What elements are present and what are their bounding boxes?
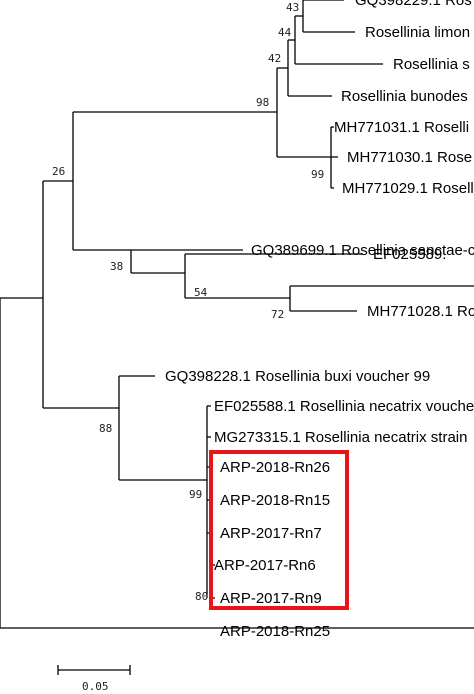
taxon-label: EF025588.1 Rosellinia necatrix vouche [214,398,474,415]
taxon-label: ARP-2017-Rn6 [214,557,316,574]
taxon-label: Rosellinia limon [365,24,470,41]
taxon-label: GQ398229.1 Ros [355,0,472,9]
bootstrap-value: 54 [194,286,208,299]
bootstrap-value: 72 [271,308,284,321]
taxon-label: Rosellinia bunodes [341,88,468,105]
taxon-label: MG273315.1 Rosellinia necatrix strain [214,429,467,446]
taxon-label: Rosellinia s [393,56,470,73]
taxon-label: ARP-2017-Rn7 [220,525,322,542]
bootstrap-value: 42 [268,52,281,65]
tree-branches [0,0,474,599]
taxon-label: MH771030.1 Rose [347,149,472,166]
taxon-label: GQ389699.1 Rosellinia sanctae-c [251,242,474,259]
taxon-label: ARP-2018-Rn15 [220,492,330,509]
taxon-label: MH771031.1 Roselli [334,119,469,136]
taxon-label: GQ398228.1 Rosellinia buxi voucher 99 [165,368,430,385]
bootstrap-value: 38 [110,260,123,273]
bootstrap-value: 43 [286,1,299,14]
bootstrap-value: 26 [52,165,65,178]
bootstrap-value: 98 [256,96,269,109]
taxon-labels: GQ398229.1 Ros Rosellinia limon Rosellin… [165,0,474,640]
scale-bar: 0.05 [57,665,131,693]
taxon-label: ARP-2018-Rn26 [220,459,330,476]
bootstrap-value: 99 [189,488,202,501]
bootstrap-value: 88 [99,422,112,435]
scale-bar-label: 0.05 [82,680,109,693]
bootstrap-value: 99 [311,168,324,181]
taxon-label: MH771028.1 Ro [367,303,474,320]
bootstrap-value: 80 [195,590,208,603]
taxon-label: MH771029.1 Rosell [342,180,474,197]
taxon-label: ARP-2018-Rn25 [220,623,330,640]
bootstrap-values: 43 44 42 98 99 26 38 54 72 88 99 80 [52,1,324,603]
taxon-label: ARP-2017-Rn9 [220,590,322,607]
bootstrap-value: 44 [278,26,292,39]
taxon-label: EF025589. [373,246,446,263]
highlight-box [209,450,349,610]
